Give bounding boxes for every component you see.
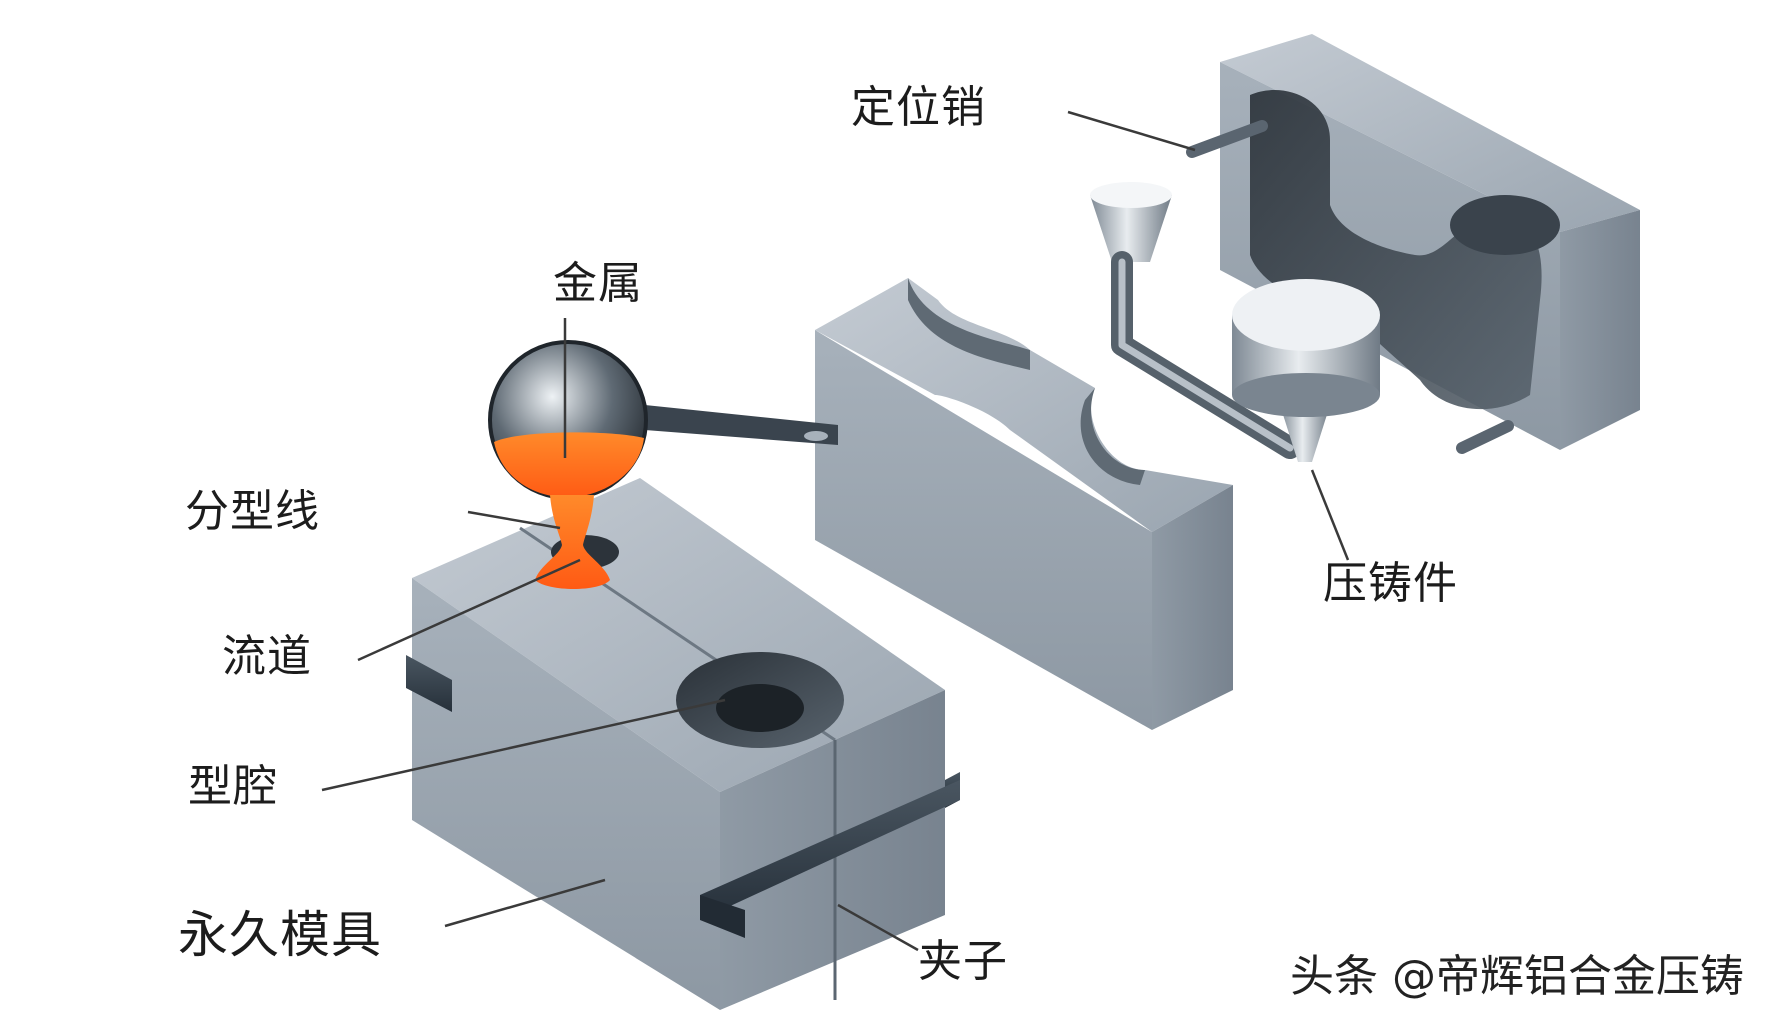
front-mold [406, 478, 960, 1010]
label-casting: 压铸件 [1323, 558, 1458, 609]
label-clamp: 夹子 [918, 936, 1008, 987]
label-permanent-mold: 永久模具 [178, 906, 382, 964]
ladle [488, 340, 838, 589]
label-metal: 金属 [553, 258, 643, 309]
middle-mold-half [815, 278, 1233, 730]
casting-part [1090, 182, 1380, 462]
label-runner: 流道 [222, 631, 312, 682]
label-cavity: 型腔 [188, 761, 278, 812]
watermark: 头条 @帝辉铝合金压铸 [1290, 951, 1744, 1002]
leader-lines [321, 110, 1350, 952]
label-parting-line: 分型线 [185, 486, 320, 537]
label-locating-pin: 定位销 [851, 82, 986, 133]
back-mold-half [1186, 34, 1640, 454]
